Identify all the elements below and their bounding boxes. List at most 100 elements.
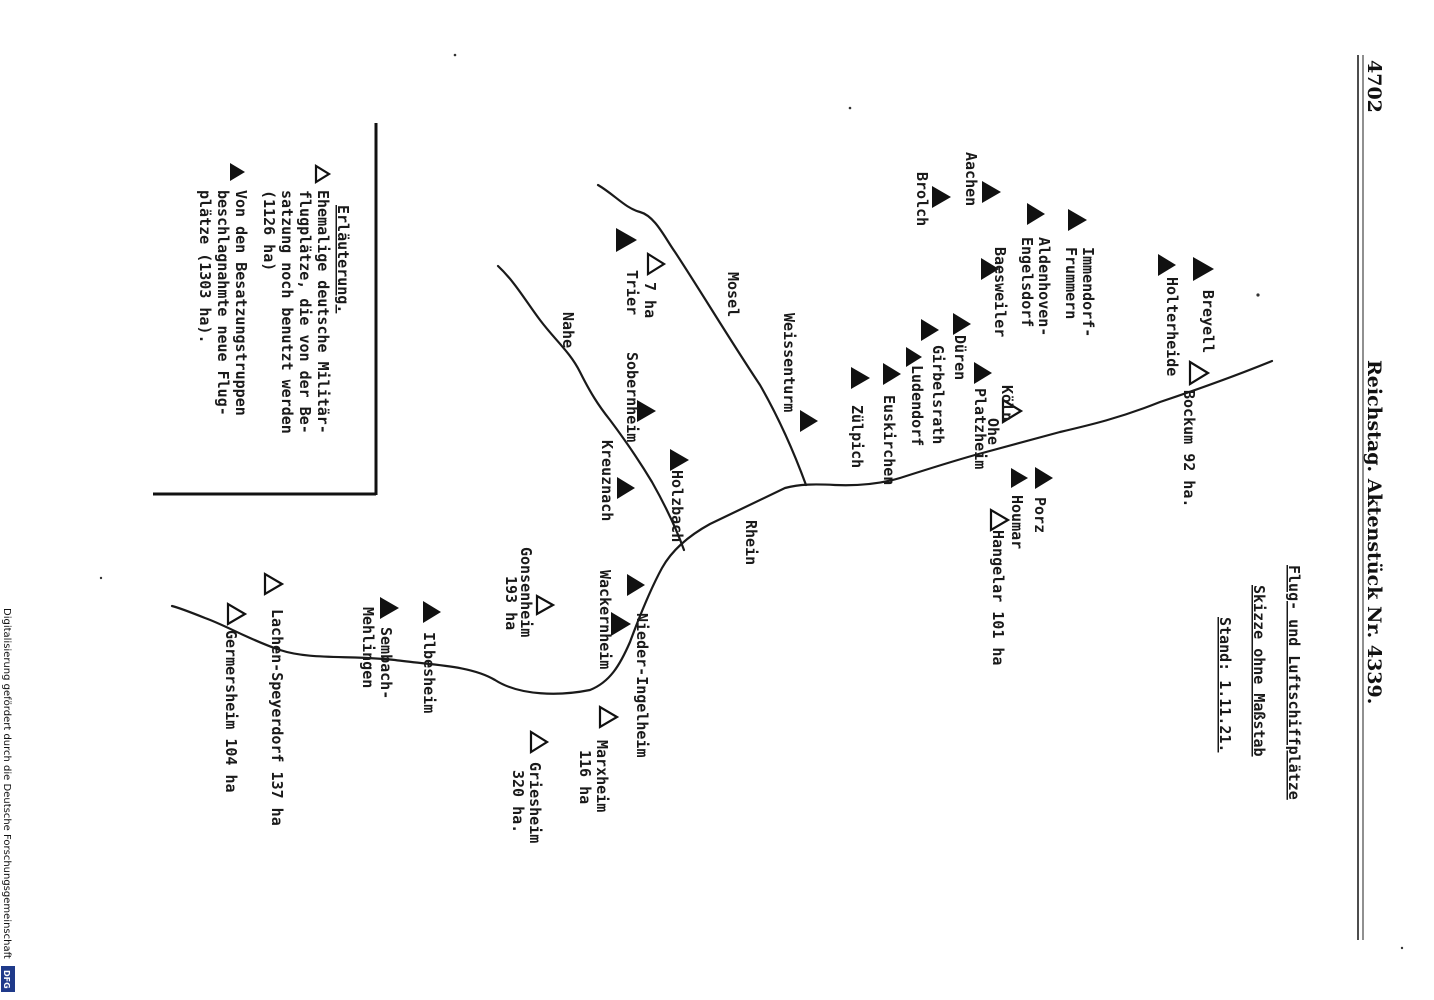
label-gonsenheim-ha: 193 ha <box>502 576 520 630</box>
page-number: 4702 <box>1363 60 1385 113</box>
aachen-triangle-icon <box>982 181 1001 203</box>
label-breyell: Breyell <box>1199 290 1217 353</box>
kreuznach-triangle-icon <box>617 477 635 499</box>
label-ilbesheim: Ilbesheim <box>420 632 438 713</box>
aldenhoven-triangle-icon <box>1027 203 1045 225</box>
dfg-logo-text: DFG <box>2 970 11 989</box>
map-subtitle: Skizze ohne Maßstab <box>1250 585 1268 757</box>
germersheim-triangle-icon <box>226 602 248 626</box>
brolch-triangle-icon <box>932 186 951 208</box>
mosel-river <box>596 183 808 487</box>
place-labels: Breyell Holterheide Bockum 92 ha. Immend… <box>222 152 1217 843</box>
mosel-label: Mosel <box>724 272 742 317</box>
porz-triangle-icon <box>1035 467 1053 489</box>
new-airfields <box>380 181 1214 636</box>
bockum-triangle-icon <box>1188 360 1211 386</box>
label-euskirchen: Euskirchen <box>880 395 898 485</box>
label-griesheim-ha: 320 ha. <box>509 770 527 833</box>
griesheim-triangle-icon <box>529 730 550 754</box>
label-porz: Porz <box>1031 497 1049 533</box>
label-kreuznach: Kreuznach <box>598 440 616 521</box>
label-holzbach: Holzbach <box>668 470 686 542</box>
ludendorf-triangle-icon <box>906 347 922 367</box>
label-ludendorf: Ludendorf <box>908 365 926 446</box>
map-date: Stand: 1.11.21. <box>1216 617 1234 752</box>
label-platzheim: Platzheim <box>971 388 989 469</box>
wackernheim-triangle-icon <box>627 574 645 596</box>
label-nieder-ingelheim: Nieder-Ingelheim <box>633 613 651 758</box>
label-hangelar: Hangelar 101 ha <box>989 530 1007 665</box>
dfg-logo <box>1 966 15 992</box>
label-mehlingen: Mehlingen <box>359 607 377 688</box>
label-bockum: Bockum 92 ha. <box>1180 390 1198 507</box>
open-triangle-icon <box>314 164 332 184</box>
weissenturm-triangle-icon <box>800 410 818 432</box>
label-weissenturm: Weissenturm <box>780 313 798 412</box>
legend-new-line-2: beschlagnahmte neue Flug- <box>214 190 232 416</box>
page-header: Reichstag. Aktenstück Nr. 4339. <box>1363 360 1385 704</box>
legend-new-line-3: plätze (1303 ha). <box>196 190 214 344</box>
legend: Erläuterung. Ehemalige deutsche Militär-… <box>153 123 378 496</box>
baesweiler-triangle-icon <box>981 258 999 280</box>
girbelsrath-triangle-icon <box>921 319 939 341</box>
rhein-label: Rhein <box>742 520 760 565</box>
scan-speck <box>99 576 103 580</box>
holzbach-triangle-icon <box>670 449 689 471</box>
sobernheim-triangle-icon <box>637 400 656 422</box>
scan-speck <box>453 53 457 57</box>
immendorf-triangle-icon <box>1068 209 1087 231</box>
label-marxheim: Marxheim <box>593 740 611 812</box>
scan-speck <box>1256 293 1260 297</box>
sembach-triangle-icon <box>380 597 399 619</box>
houmar-triangle-icon <box>1011 468 1028 488</box>
legend-old-line-2: flugplätze, die von der Be- <box>296 190 314 434</box>
label-koeln: Köln <box>998 385 1016 421</box>
label-dueren: Düren <box>951 335 969 380</box>
label-holterheide: Holterheide <box>1163 277 1181 376</box>
old-airfields <box>226 252 1211 754</box>
label-lachen: Lachen-Speyerdorf 137 ha <box>268 609 286 826</box>
dueren-triangle-icon <box>953 313 971 335</box>
platzheim-triangle-icon <box>974 362 992 384</box>
label-immendorf: Immendorf- <box>1079 247 1097 337</box>
nahe-river <box>496 264 686 552</box>
legend-old-line-1: Ehemalige deutsche Militär- <box>314 190 332 434</box>
label-trier: Trier <box>623 270 641 315</box>
label-sembach: Sembach- <box>377 627 395 699</box>
koeln-triangle-icon <box>1001 398 1024 424</box>
label-wackernheim: Wackernheim <box>596 570 614 669</box>
label-sobernheim: Sobernheim <box>623 352 641 442</box>
marxheim-triangle-icon <box>598 705 620 729</box>
label-girbelsrath: Girbelsrath <box>929 345 947 444</box>
label-zuelpich: Zülpich <box>848 405 866 468</box>
scan-speck <box>848 106 852 110</box>
label-engelsdorf: Engelsdorf <box>1018 237 1036 327</box>
gonsenheim-triangle-icon <box>535 594 556 616</box>
trier-old-triangle-icon <box>646 252 667 276</box>
legend-new-line-1: Von den Besatzungstruppen <box>232 190 250 416</box>
label-frummern: Frummern <box>1062 247 1080 319</box>
scan-speck <box>1400 946 1404 950</box>
filled-triangle-icon <box>230 163 245 181</box>
legend-old-line-4: (1126 ha) <box>260 190 278 271</box>
legend-heading: Erläuterung. <box>334 205 352 313</box>
label-koeln-part: Ohe <box>984 418 1002 445</box>
zuelpich-triangle-icon <box>851 367 870 389</box>
label-baesweiler: Baesweiler <box>991 247 1009 337</box>
label-griesheim: Griesheim <box>526 762 544 843</box>
label-trier-ha: 7 ha <box>641 282 659 318</box>
trier-triangle-icon <box>616 228 637 252</box>
lachen-triangle-icon <box>263 572 285 596</box>
label-aldenhoven: Aldenhoven- <box>1035 237 1053 336</box>
nieder-ingelheim-triangle-icon <box>611 612 631 636</box>
label-marxheim-ha: 116 ha <box>576 750 594 804</box>
digitization-note: Digitalisierung gefördert durch die Deut… <box>1 608 12 959</box>
nahe-label: Nahe <box>559 312 577 348</box>
euskirchen-triangle-icon <box>883 363 901 385</box>
hangelar-triangle-icon <box>989 508 1011 532</box>
rhein-river <box>170 359 1274 695</box>
map-title: Flug- und Luftschiffplätze <box>1285 565 1303 800</box>
holterheide-triangle-icon <box>1158 254 1176 276</box>
label-houmar: Houmar <box>1008 495 1026 549</box>
